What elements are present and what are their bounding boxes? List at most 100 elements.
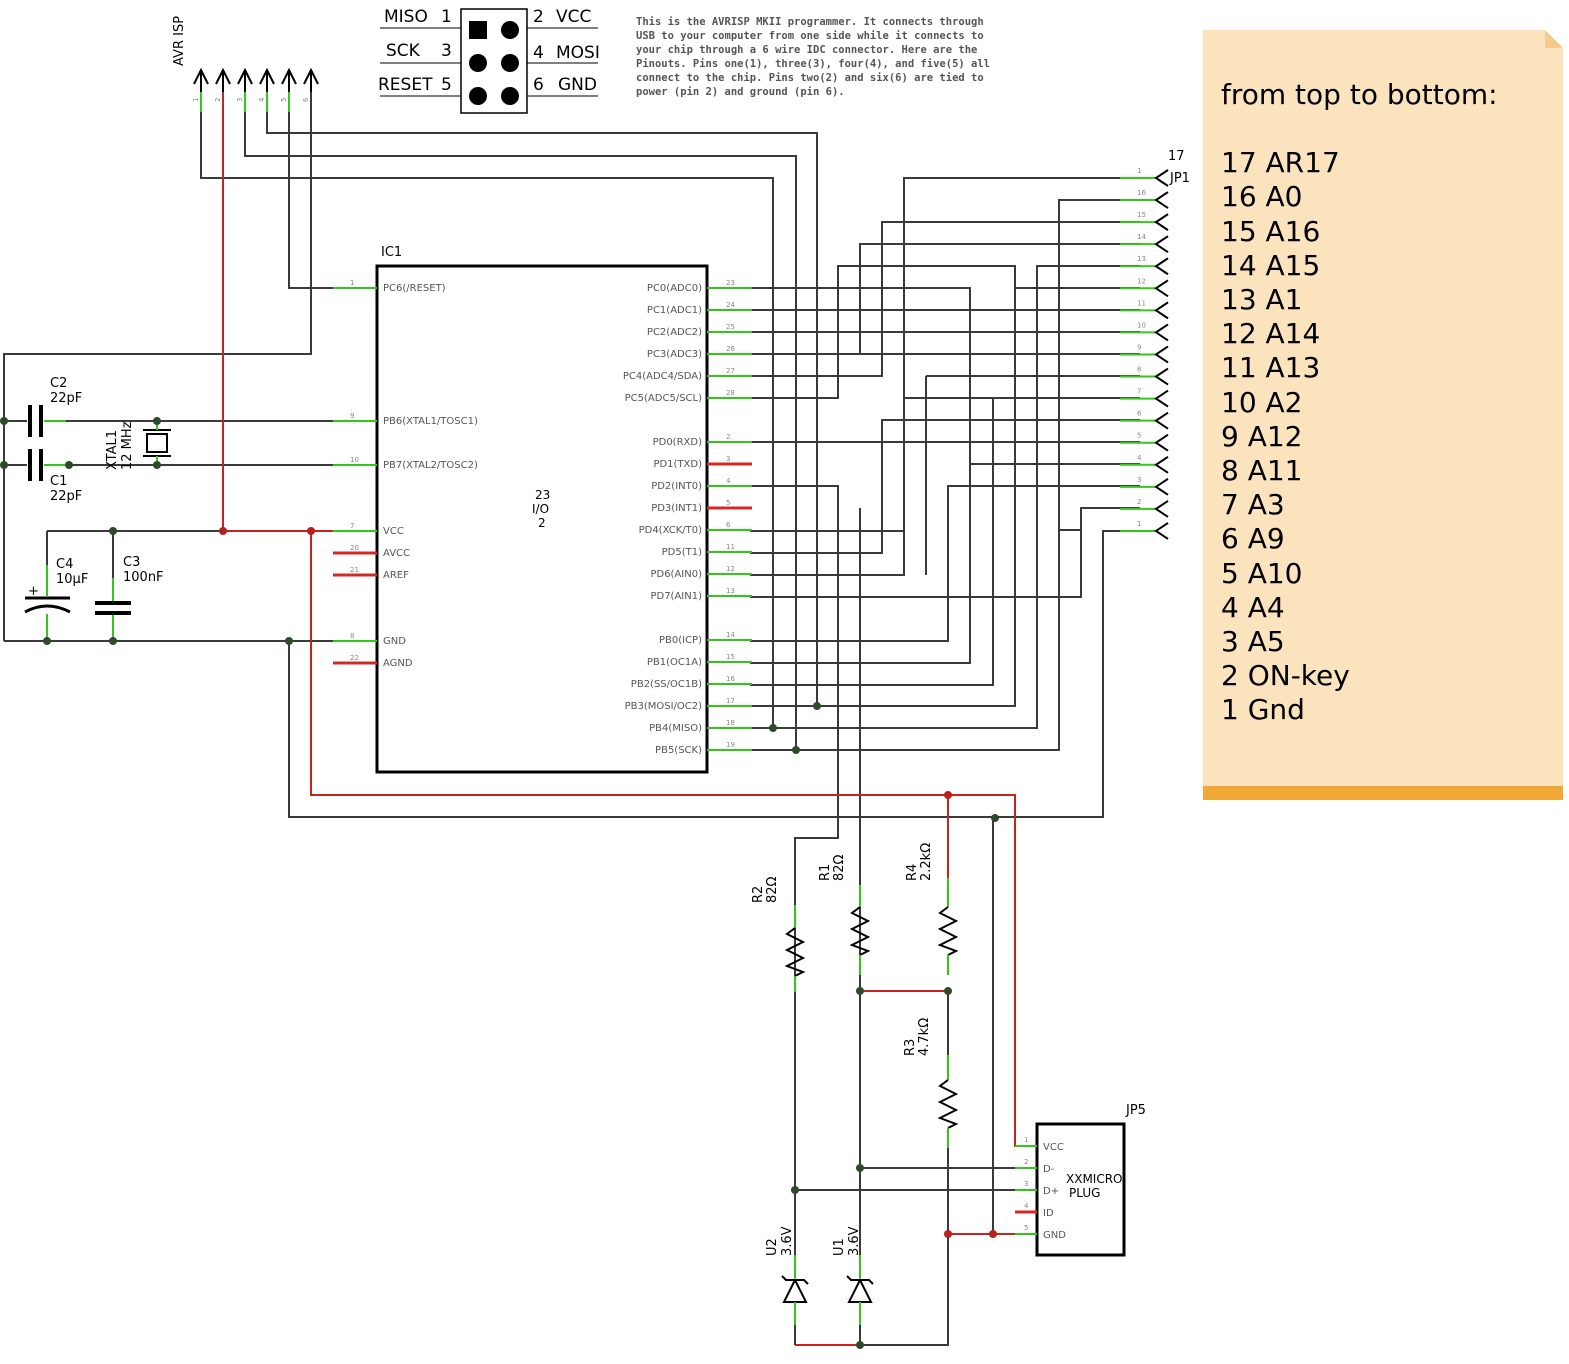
xtal1-name: XTAL1 (105, 430, 120, 470)
ic1-name: IC1 (381, 245, 402, 260)
jp1-pin-contact (1154, 235, 1169, 254)
jp1-pin-number: 15 (1137, 211, 1146, 219)
jp1-pin-contact (1154, 301, 1169, 320)
ic1-pin-number: 28 (726, 389, 735, 397)
r1-resistor: R1 82Ω (818, 854, 871, 975)
sticky-note-item: 10 A2 (1221, 385, 1303, 419)
jp1-pin-contact (1154, 478, 1169, 496)
xtal1-crystal: XTAL1 12 MHz (105, 421, 171, 470)
jp1-pin-contact (1154, 345, 1169, 364)
ic1-pin-number: 23 (726, 279, 735, 287)
jp5-title-1: XXMICRO (1066, 1172, 1123, 1186)
isp-label-gnd: GND (558, 75, 597, 95)
ic1-pin-label: VCC (383, 526, 404, 537)
c4-name: C4 (56, 557, 73, 572)
ic1-pin-label: PC1(ADC1) (647, 305, 702, 316)
jp1-pin-contact (1154, 522, 1169, 540)
sticky-note-item: 9 A12 (1221, 419, 1303, 453)
sticky-note-item: 7 A3 (1221, 488, 1285, 522)
ic1-pin-label: PB3(MOSI/OC2) (625, 701, 703, 712)
isp-pin-2 (501, 21, 519, 39)
ic1-pin-number: 15 (726, 653, 735, 661)
r2-name: R2 (751, 886, 766, 903)
ic1-pin-number: 2 (726, 433, 730, 441)
isp-pin-3 (469, 54, 487, 72)
ic1-pin-label: PD3(INT1) (651, 503, 702, 514)
ic1-pin-label: AREF (383, 570, 409, 581)
ic1-pin-number: 18 (726, 719, 735, 727)
ic1-pin-label: PD7(AIN1) (650, 591, 702, 602)
sticky-note-item: 6 A9 (1221, 522, 1285, 556)
sticky-note-item: 2 ON-key (1221, 659, 1350, 693)
ic1-pin-number: 27 (726, 367, 735, 375)
ic1-pin-number: 5 (726, 499, 730, 507)
ic1-pin-number: 22 (350, 654, 359, 662)
c3-capacitor: C3 100nF (95, 555, 164, 638)
u1-zener: U1 3.6V (832, 1226, 874, 1345)
jp1-pin-contact (1154, 433, 1169, 452)
sticky-note-fold (1545, 30, 1563, 48)
isp-pin-4 (501, 54, 519, 72)
xtal1-value: 12 MHz (120, 421, 135, 470)
jp1-pin-number: 9 (1137, 343, 1141, 351)
ic1-pin-number: 24 (726, 301, 735, 309)
avr-isp-arrows: AVR ISP 1 2 3 4 5 6 (172, 16, 319, 112)
avr-isp-pin-3: 3 (236, 98, 244, 102)
ic1-pin-number: 17 (726, 697, 735, 705)
ic1-center-1: 23 (535, 488, 550, 502)
ic1-pin-number: 10 (350, 456, 359, 464)
jp1-pin-number: 10 (1137, 321, 1146, 329)
ic1-pin-label: PB0(ICP) (659, 635, 702, 646)
jp1-pin-number: 5 (1137, 432, 1141, 440)
jp5-name: JP5 (1125, 1103, 1146, 1118)
isp-label-sck: SCK (386, 41, 421, 61)
c4-capacitor: + C4 10µF (24, 557, 88, 638)
isp-num-2: 2 (533, 7, 544, 27)
zener-diodes: U2 3.6V U1 3.6V (765, 1226, 874, 1345)
ic1-pin-label: PC0(ADC0) (647, 283, 702, 294)
ic1-body (375, 264, 709, 774)
ic1-pin-number: 8 (350, 632, 354, 640)
ic1-pin-label: PB6(XTAL1/TOSC1) (383, 416, 478, 427)
jp1-name: JP1 (1169, 171, 1190, 186)
u1-name: U1 (832, 1238, 847, 1256)
ic1-pin-number: 9 (350, 412, 354, 420)
jp1-pin-contact (1154, 191, 1169, 209)
ic1-pin-label: GND (383, 636, 406, 647)
avr-isp-pin-4: 4 (258, 97, 266, 102)
ic1-pin-number: 19 (726, 741, 735, 749)
ic1-center-3: 2 (538, 516, 546, 530)
ic1-pin-label: PD2(INT0) (651, 481, 702, 492)
ic1-pin-label: PD1(TXD) (653, 459, 702, 470)
jp1-pin-number: 1 (1137, 167, 1141, 175)
jp5-pin-label: D+ (1043, 1186, 1059, 1197)
jp1-pin-number: 11 (1137, 299, 1146, 307)
r4-resistor: R4 2.2kΩ (905, 843, 959, 975)
r2-value: 82Ω (765, 876, 780, 903)
ic1-pin-label: PB2(SS/OC1B) (631, 679, 702, 690)
ic1-pin-label: PD4(XCK/T0) (639, 525, 702, 536)
ic1-pin-label: PC3(ADC3) (647, 349, 702, 360)
jp1-pin-number: 12 (1137, 277, 1146, 285)
note-line-5: connect to the chip. Pins two(2) and six… (636, 72, 984, 84)
ic1-pin-label: PC4(ADC4/SDA) (623, 371, 702, 382)
sticky-note-item: 15 A16 (1221, 214, 1321, 248)
isp-num-4: 4 (533, 43, 544, 63)
crystal-network: C2 22pF C1 22pF XTAL1 12 MHz (28, 376, 171, 504)
jp1-pin-number: 7 (1137, 388, 1141, 396)
isp-num-6: 6 (533, 75, 544, 95)
jp5-title-2: PLUG (1069, 1186, 1100, 1200)
jp1-pin-number: 14 (1137, 233, 1146, 241)
note-line-2: USB to your computer from one side while… (636, 30, 984, 42)
ic1-pin-number: 20 (350, 544, 359, 552)
ic1-right-pins: 23PC0(ADC0)24PC1(ADC1)25PC2(ADC2)26PC3(A… (623, 279, 752, 756)
sticky-note-heading: from top to bottom: (1221, 78, 1498, 111)
jp5-pin-number: 2 (1024, 1158, 1028, 1166)
